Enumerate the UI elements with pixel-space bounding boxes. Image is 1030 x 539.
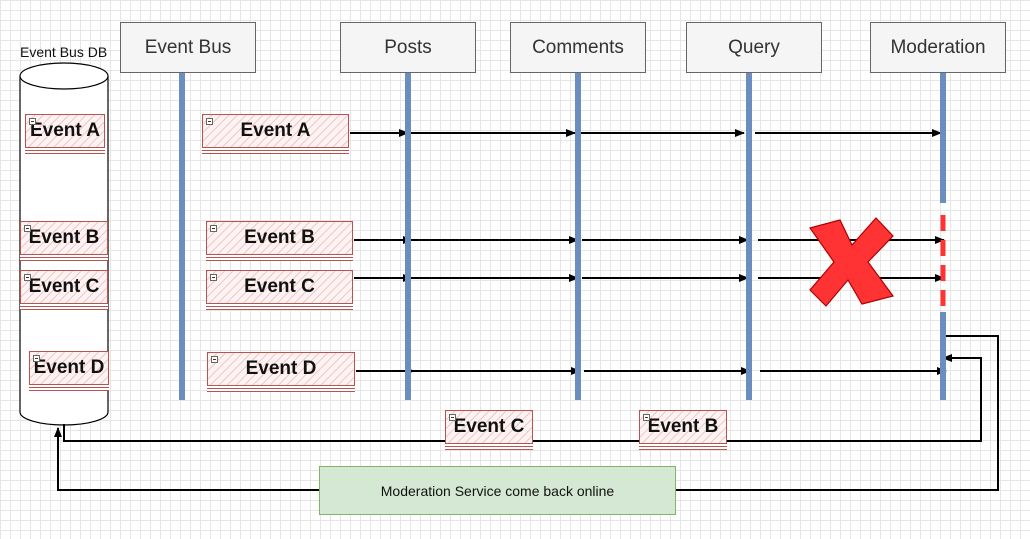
lifeline-moderation-lower [940, 312, 946, 400]
collapse-icon [29, 118, 36, 125]
lifeline-posts [405, 73, 411, 400]
database-label: Event Bus DB [20, 44, 108, 60]
bus-event-d: Event D [207, 352, 355, 386]
lane-header-moderation: Moderation [870, 22, 1006, 73]
collapse-icon [211, 356, 218, 363]
collapse-icon [210, 274, 217, 281]
collapse-icon [643, 414, 650, 421]
lifeline-query [746, 73, 752, 400]
collapse-icon [206, 118, 213, 125]
moderation-online-note: Moderation Service come back online [319, 466, 676, 515]
db-event-c: Event C [20, 270, 108, 304]
db-event-a: Event A [25, 114, 105, 148]
message-arrows [54, 129, 999, 491]
lane-header-posts: Posts [340, 22, 476, 73]
failure-x-icon [809, 217, 895, 307]
lane-header-event-bus: Event Bus [120, 22, 256, 73]
lane-header-query: Query [686, 22, 822, 73]
collapse-icon [33, 355, 40, 362]
collapse-icon [24, 274, 31, 281]
db-event-b: Event B [20, 221, 108, 255]
collapse-icon [210, 225, 217, 232]
replay-event-b: Event B [639, 410, 727, 444]
collapse-icon [449, 414, 456, 421]
lifeline-event-bus [179, 73, 185, 400]
lifeline-comments [575, 73, 581, 400]
bus-event-b: Event B [206, 221, 353, 255]
bus-event-a: Event A [202, 114, 349, 148]
lifeline-moderation-upper [940, 73, 946, 203]
bus-event-c: Event C [206, 270, 353, 304]
replay-event-c: Event C [445, 410, 533, 444]
lane-header-comments: Comments [510, 22, 646, 73]
db-event-d: Event D [29, 351, 109, 385]
collapse-icon [24, 225, 31, 232]
arrow-moderation-to-db [54, 335, 999, 491]
arrow-db-replay-to-moderation [63, 354, 982, 442]
